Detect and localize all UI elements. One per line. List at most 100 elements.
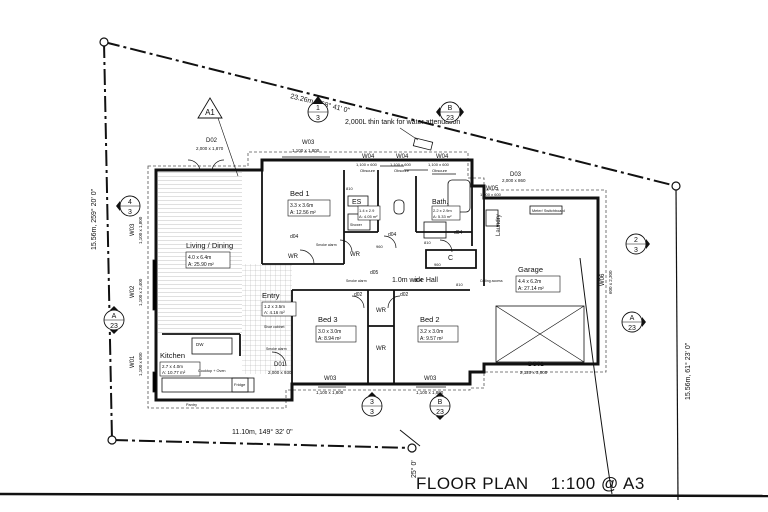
svg-text:WR: WR xyxy=(376,308,387,314)
svg-text:1,100 x 600: 1,100 x 600 xyxy=(480,192,502,197)
room-entry: Entry 1.2 x 3.5m A: 4.16 m² xyxy=(261,291,297,317)
boundary-left-label: 15.56m, 259° 20' 0" xyxy=(90,188,98,250)
svg-text:W02: W02 xyxy=(130,285,136,298)
floor-plan-title: FLOOR PLAN 1:100 @ A3 xyxy=(416,474,667,494)
laundry-tub xyxy=(485,209,499,227)
svg-text:1,100 x 1,800: 1,100 x 1,800 xyxy=(416,390,444,395)
svg-text:d02: d02 xyxy=(354,292,363,298)
entry-floor-tiles xyxy=(242,264,292,374)
eaves-outline xyxy=(147,151,607,409)
room-area: A: 5.33 m² xyxy=(433,214,452,219)
svg-text:3: 3 xyxy=(370,409,374,416)
room-name: Garage xyxy=(518,265,543,274)
svg-text:DW: DW xyxy=(196,342,204,347)
svg-text:d05: d05 xyxy=(370,270,379,276)
svg-text:B: B xyxy=(438,399,443,406)
svg-text:W06: W06 xyxy=(600,273,606,286)
room-name: Bed 2 xyxy=(420,315,440,324)
svg-text:W04: W04 xyxy=(396,154,409,160)
opening-w04-c: W04 1,100 x 600 Obscure xyxy=(428,154,450,173)
svg-text:Shower: Shower xyxy=(350,223,363,227)
room-area: A: 25.90 m² xyxy=(188,262,214,268)
svg-text:W01: W01 xyxy=(130,355,136,368)
boundary-right-label: 15.56m, 61° 23' 0" xyxy=(684,342,692,400)
svg-text:Shoe cabinet: Shoe cabinet xyxy=(264,325,284,329)
room-garage: Garage 4.4 x 6.2m A: 27.14 m² Meter/ Swi… xyxy=(515,209,565,293)
title-scale: 1:100 @ A3 xyxy=(550,474,645,493)
room-dims: 2.2 x 2.9m xyxy=(433,208,452,213)
kitchen-bench xyxy=(161,377,255,393)
marker-a-23-left: A 23 xyxy=(103,306,125,334)
room-bed3: Bed 3 3.0 x 3.0m A: 8.94 m² xyxy=(315,315,357,343)
fridge-box xyxy=(231,377,249,393)
svg-text:WR: WR xyxy=(350,252,361,258)
svg-text:3: 3 xyxy=(370,399,374,406)
room-bed2: Bed 2 3.2 x 3.0m A: 9.57 m² xyxy=(417,315,459,343)
svg-text:d02: d02 xyxy=(400,292,409,298)
svg-text:d04: d04 xyxy=(454,230,463,236)
svg-text:Smoke alarm: Smoke alarm xyxy=(316,243,337,247)
svg-text:A1: A1 xyxy=(205,108,215,117)
opening-w03-top: W03 1,100 x 1,800 xyxy=(292,140,320,153)
svg-text:d04: d04 xyxy=(290,234,299,240)
svg-text:d04: d04 xyxy=(388,232,397,238)
opening-w04-b: W04 1,100 x 600 Obscure xyxy=(390,154,412,173)
svg-text:A: A xyxy=(630,315,635,322)
house-walls xyxy=(154,158,600,402)
marker-b-23-bottom: B 23 xyxy=(429,392,451,420)
svg-text:W03: W03 xyxy=(130,223,136,236)
svg-text:1,100 x 600: 1,100 x 600 xyxy=(428,162,450,167)
bath-shower xyxy=(423,221,447,239)
room-name: Living / Dining xyxy=(186,241,233,250)
marker-a-23-right: A 23 xyxy=(621,311,646,333)
svg-text:WR: WR xyxy=(288,254,299,260)
svg-text:Cooktop + Oven: Cooktop + Oven xyxy=(198,369,226,373)
svg-text:960: 960 xyxy=(376,244,383,249)
room-area: A: 4.16 m² xyxy=(264,310,285,315)
title-label: FLOOR PLAN xyxy=(416,474,529,493)
tank-note: 2,000L thin tank for water attenuation xyxy=(345,119,460,126)
svg-text:1,100 x 600: 1,100 x 600 xyxy=(356,162,378,167)
marker-1-3: 1 3 xyxy=(307,96,329,123)
room-area: A: 10.77 m² xyxy=(162,370,186,375)
svg-text:W04: W04 xyxy=(436,154,449,160)
svg-text:600 x 2,300: 600 x 2,300 xyxy=(608,270,613,294)
room-dims: 4.0 x 6.4m xyxy=(188,255,211,261)
room-bath: Bath. 2.2 x 2.9m A: 5.33 m² xyxy=(431,199,461,221)
opening-w02: W02 1,100 x 2,400 xyxy=(130,278,143,306)
room-name: Bed 3 xyxy=(318,315,338,324)
water-tank: 2,000L thin tank for water attenuation xyxy=(345,119,460,151)
svg-text:W05: W05 xyxy=(486,186,499,192)
svg-text:D01: D01 xyxy=(274,362,286,368)
opening-w03-bottom-1: W03 1,100 x 1,800 xyxy=(316,376,344,395)
room-name: Kitchen xyxy=(160,351,185,360)
room-area: A: 4.05 m² xyxy=(359,214,378,219)
svg-text:Obscure: Obscure xyxy=(360,168,376,173)
room-dims: 4.4 x 6.2m xyxy=(518,279,541,285)
kitchen-island xyxy=(191,337,233,355)
door-swings xyxy=(187,159,453,367)
room-name: ES xyxy=(352,199,362,206)
window-marks xyxy=(152,156,456,393)
opening-d01: D01 2,000 x 930 xyxy=(268,362,292,375)
svg-text:Obscure: Obscure xyxy=(394,168,410,173)
hall-label: 1.0m wide Hall xyxy=(392,277,438,284)
svg-text:Smoke alarm: Smoke alarm xyxy=(346,279,367,283)
small-annotations: d04 WR d04 d04 d04 WR d05 C 960 960 810 … xyxy=(186,186,503,407)
svg-text:23: 23 xyxy=(110,323,118,330)
room-dims: 3.0 x 3.0m xyxy=(318,329,341,335)
svg-text:3: 3 xyxy=(634,247,638,254)
svg-text:1,100 x 600: 1,100 x 600 xyxy=(138,352,143,376)
svg-text:2,120 x 3,000: 2,120 x 3,000 xyxy=(520,370,548,375)
room-area: A: 8.94 m² xyxy=(318,336,341,342)
marker-2-3: 2 3 xyxy=(625,233,650,255)
svg-text:2: 2 xyxy=(634,237,638,244)
marker-3-3-bottom: 3 3 xyxy=(361,392,383,417)
svg-text:D03: D03 xyxy=(510,172,522,178)
opening-w06: W06 600 x 2,300 xyxy=(600,270,613,294)
boundary-bottom-right-label: 25° 0' xyxy=(410,460,418,478)
garage-door-box xyxy=(495,305,585,363)
opening-w01: W01 1,100 x 600 xyxy=(130,352,143,376)
room-dims: 3.3 x 3.6m xyxy=(290,203,313,209)
svg-text:2,000 x 1,870: 2,000 x 1,870 xyxy=(196,146,224,151)
